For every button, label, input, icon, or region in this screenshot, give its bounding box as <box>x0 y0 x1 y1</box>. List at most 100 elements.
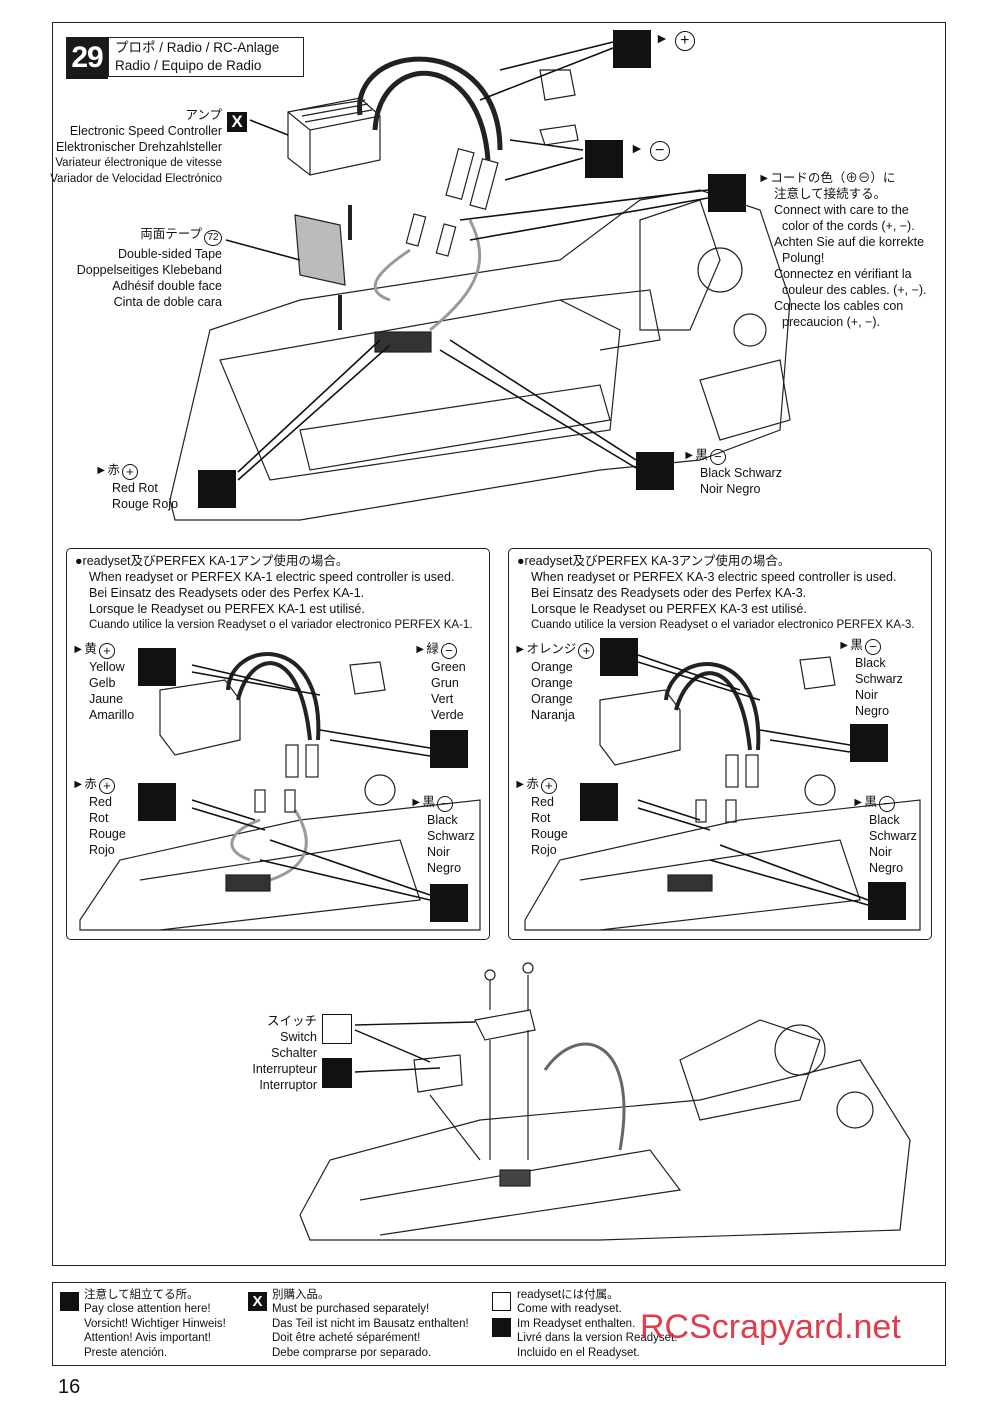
wire-color-line: Black <box>427 813 458 827</box>
ka1-heading: ●readyset及びPERFEX KA-1アンプ使用の場合。 When rea… <box>75 553 473 633</box>
ka3-orange-label: ►オレンジ+ Orange Orange Orange Naranja <box>514 641 595 723</box>
ka3-heading-fr: Lorsque le Readyset ou PERFEX KA-3 est u… <box>531 602 807 616</box>
red-line: Red Rot <box>112 481 158 495</box>
wire-color-line: Yellow <box>89 660 125 674</box>
plus-icon: + <box>578 643 595 659</box>
wire-color-line: Green <box>431 660 466 674</box>
legend-line: Come with readyset. <box>517 1303 622 1316</box>
esc-label-en: Electronic Speed Controller <box>69 124 222 138</box>
wire-color-prefix: ►黒 <box>838 638 863 652</box>
cord-note-line: precaucion (+, −). <box>782 315 880 329</box>
wire-color-line: Jaune <box>89 692 124 706</box>
watermark: RCScrapyard.net <box>640 1308 901 1346</box>
attention-pointer-icon <box>585 140 623 178</box>
panel-right-wires <box>664 662 761 751</box>
wire-color-line: Black <box>855 656 886 670</box>
wire-color-line: Naranja <box>531 708 575 722</box>
cord-color-note: ►コードの色（⊕⊖）に 注意して接続する。 Connect with care … <box>758 170 927 330</box>
step-title-line2: Radio / Equipo de Radio <box>115 58 262 73</box>
legend-line: Must be purchased separately! <box>272 1303 430 1316</box>
legend-line: Vorsicht! Wichtiger Hinweis! <box>84 1317 226 1330</box>
ka3-black-bottom-label: ►黒− Black Schwarz Noir Negro <box>852 794 917 876</box>
attention-pointer-icon <box>600 638 638 676</box>
step-number: 29 <box>66 37 108 79</box>
esc-label-fr: Variateur électronique de vitesse <box>55 157 222 169</box>
tape-label-jp: 両面テープ <box>140 227 202 241</box>
ka1-red-label: ►赤+ Red Rot Rouge Rojo <box>72 776 126 858</box>
attention-pointer-icon <box>60 1292 79 1311</box>
panel-left-wires <box>226 652 321 741</box>
legend-line: Doit être acheté séparément! <box>272 1332 421 1345</box>
ka3-heading: ●readyset及びPERFEX KA-3アンプ使用の場合。 When rea… <box>517 553 915 633</box>
minus-icon: − <box>864 639 881 655</box>
minus-icon: − <box>436 796 453 812</box>
ka1-panel <box>66 548 490 940</box>
esc-label-de: Elektronischer Drehzahlsteller <box>55 140 222 154</box>
wire-color-prefix: ►緑 <box>414 642 439 656</box>
minus-marker: ► − <box>630 140 670 161</box>
ka3-panel <box>508 548 932 940</box>
wire-color-line: Rouge <box>89 827 126 841</box>
tape-label-de: Doppelseitiges Klebeband <box>76 263 222 277</box>
plus-icon: + <box>98 778 115 794</box>
legend-readyset: readysetには付属。 Come with readyset. Im Rea… <box>517 1288 677 1360</box>
plus-icon: + <box>540 778 557 794</box>
wire-color-line: Red <box>89 795 112 809</box>
cord-note-line: Achten Sie auf die korrekte <box>774 235 925 249</box>
switch-label-jp: スイッチ <box>266 1014 317 1028</box>
legend-line: Debe comprarse por separado. <box>272 1346 432 1359</box>
wire-color-line: Schwarz <box>427 829 475 843</box>
switch-label-en: Switch <box>280 1030 317 1044</box>
ka1-yellow-label: ►黄+ Yellow Gelb Jaune Amarillo <box>72 641 134 723</box>
cord-note-line: 注意して接続する。 <box>774 187 887 201</box>
wire-color-line: Rojo <box>89 843 115 857</box>
wire-color-line: Negro <box>427 861 462 875</box>
wire-color-line: Orange <box>531 660 573 674</box>
red-wire-label: ►赤+ Red Rot Rouge Rojo <box>95 462 178 512</box>
wire-color-line: Noir <box>869 845 892 859</box>
tape-label-en: Double-sided Tape <box>117 247 222 261</box>
attention-pointer-icon <box>613 30 651 68</box>
esc-label: アンプ Electronic Speed Controller Elektron… <box>50 107 222 187</box>
cord-note-line: couleur des cables. (+, −). <box>782 283 927 297</box>
wire-color-line: Negro <box>855 704 890 718</box>
wire-color-line: Red <box>531 795 554 809</box>
cord-note-line: color of the cords (+, −). <box>782 219 915 233</box>
wires-main-grey <box>373 219 482 332</box>
wire-color-line: Gelb <box>89 676 116 690</box>
cord-note-line: ►コードの色（⊕⊖）に <box>758 171 896 185</box>
legend-line: 注意して組立てる所。 <box>84 1289 199 1301</box>
wire-color-prefix: ►黄 <box>72 642 97 656</box>
attention-pointer-icon <box>868 882 906 920</box>
plus-icon: + <box>121 464 138 480</box>
esc-label-jp: アンプ <box>185 108 222 122</box>
attention-pointer-icon <box>636 452 674 490</box>
black-wire-label: ►黒− Black Schwarz Noir Negro <box>683 447 782 497</box>
attention-pointer-icon <box>580 783 618 821</box>
red-line: Rouge Rojo <box>112 497 179 511</box>
legend-line: Preste atención. <box>84 1346 168 1359</box>
switch-label-es: Interruptor <box>259 1078 317 1092</box>
cord-note-line: Connectez en vérifiant la <box>774 267 912 281</box>
switch-label: スイッチ Switch Schalter Interrupteur Interr… <box>252 1013 317 1093</box>
wire-color-prefix: ►黒 <box>852 795 877 809</box>
minus-icon: − <box>649 141 670 161</box>
switch-label-de: Schalter <box>271 1046 317 1060</box>
switch-label-fr: Interrupteur <box>252 1062 317 1076</box>
legend-line: Pay close attention here! <box>84 1303 211 1316</box>
legend-purchase: 別購入品。 Must be purchased separately! Das … <box>272 1288 469 1360</box>
esc-label-es: Variador de Velocidad Electrónico <box>50 173 222 185</box>
legend-box <box>52 1282 946 1366</box>
plus-icon: + <box>98 643 115 659</box>
wire-color-prefix: ►赤 <box>514 777 539 791</box>
minus-icon: − <box>878 796 895 812</box>
esc-purchase-separately-badge: X <box>227 112 247 132</box>
attention-pointer-icon <box>430 884 468 922</box>
wire-color-line: Orange <box>531 692 573 706</box>
wires-main <box>357 56 503 161</box>
legend-line: 別購入品。 <box>272 1289 330 1301</box>
attention-pointer-icon <box>430 730 468 768</box>
step-frame <box>52 22 946 1266</box>
attention-pointer-icon <box>198 470 236 508</box>
